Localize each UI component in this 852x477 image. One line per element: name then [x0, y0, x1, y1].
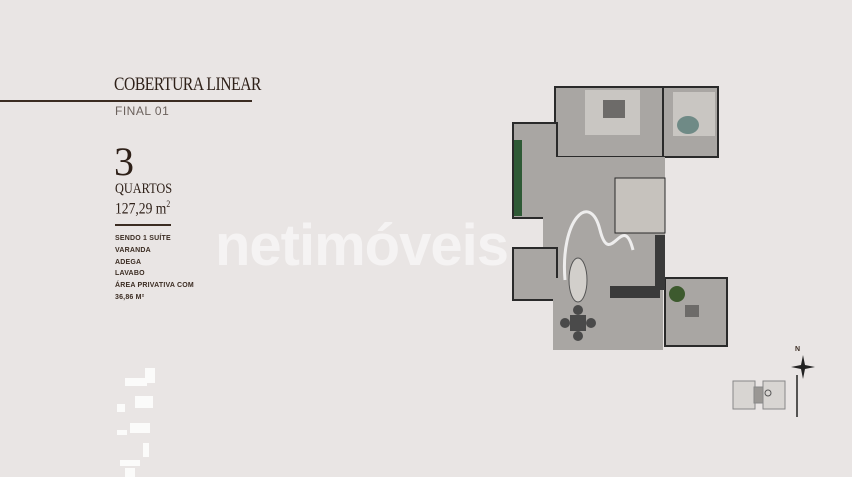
page-title: COBERTURA LINEAR: [114, 74, 262, 95]
feature-item: ÁREA PRIVATIVA COM: [115, 282, 194, 290]
decorative-shapes: [117, 368, 155, 477]
key-plan: [732, 375, 798, 417]
bedroom-label: QUARTOS: [115, 181, 173, 197]
bedroom-middle: [614, 177, 666, 234]
rug: [677, 116, 699, 134]
watermark: netimóveis: [215, 213, 509, 278]
plan-lavabo: [512, 247, 558, 301]
suite-bed: [603, 100, 625, 118]
features-divider: [115, 224, 171, 226]
outdoor-table: [560, 305, 596, 341]
compass-label: N: [795, 346, 801, 353]
plant: [669, 286, 685, 302]
feature-item: VARANDA: [115, 246, 151, 254]
feature-item: ADEGA: [115, 258, 142, 266]
area-value: 127,29 m: [115, 200, 167, 218]
features-list: SENDO 1 SUÍTE VARANDA ADEGA LAVABO ÁREA …: [115, 233, 194, 304]
dining-table: [568, 257, 588, 303]
feature-item: SENDO 1 SUÍTE: [115, 235, 171, 242]
floor-plan: [512, 86, 728, 350]
watermark-logo: [562, 210, 635, 281]
unit-area: 127,29 m2: [115, 199, 170, 218]
area-unit-sup: 2: [166, 199, 171, 209]
unit-final: FINAL 01: [115, 104, 170, 118]
garden-strip: [514, 140, 522, 216]
title-divider: [0, 100, 252, 102]
compass-icon: [791, 355, 815, 379]
kitchen-island: [610, 286, 660, 298]
bedroom-count: 3: [114, 139, 134, 184]
balcony-table: [685, 305, 699, 317]
feature-item: LAVABO: [115, 270, 145, 278]
kitchen-counter: [655, 235, 665, 290]
feature-item: 36,86 M²: [115, 293, 145, 301]
